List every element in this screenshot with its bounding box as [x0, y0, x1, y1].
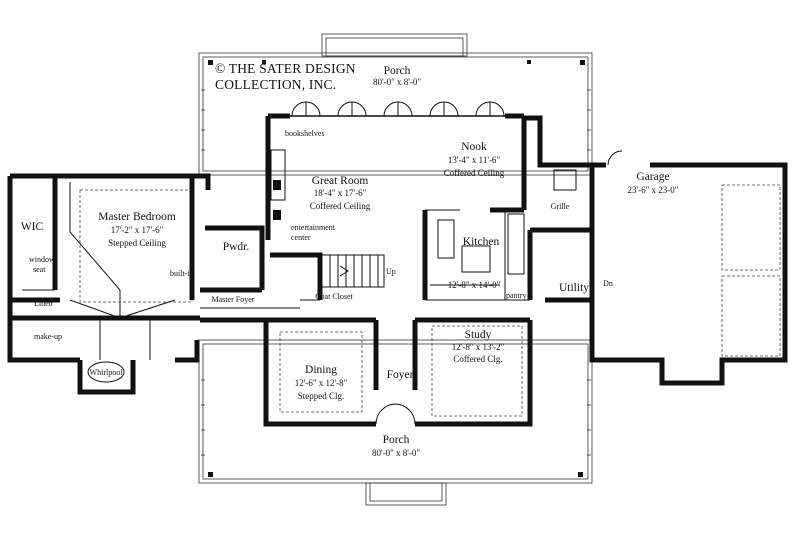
- rear-porch-label: Porch: [384, 65, 411, 77]
- up-note: Up: [386, 267, 396, 276]
- nook-label: Nook: [461, 141, 487, 153]
- great-room-size: 18'-4" x 17'-6": [314, 188, 367, 198]
- study-label: Study: [465, 329, 492, 341]
- master-foyer-note: Master Foyer: [212, 295, 255, 304]
- pantry-note: pantry: [506, 291, 526, 300]
- front-porch-label: Porch: [383, 434, 410, 446]
- foyer-label: Foyer: [387, 369, 414, 381]
- window-seat-note-1: window: [29, 255, 55, 264]
- study-size: 12'-8" x 13'-2": [452, 342, 505, 352]
- dining-label: Dining: [305, 364, 337, 376]
- master-bedroom-label: Master Bedroom: [98, 211, 176, 223]
- rear-porch: [198, 33, 593, 176]
- wic-label: WIC: [21, 221, 44, 233]
- front-porch-size: 80'-0" x 8'-0": [372, 448, 420, 458]
- master-bedroom-ceiling: Stepped Ceiling: [108, 238, 166, 248]
- dining-ceiling: Stepped Clg.: [298, 391, 345, 401]
- dining-size: 12'-6" x 12'-8": [295, 378, 348, 388]
- builtin-note: built-in: [170, 269, 194, 278]
- rear-french-doors: [290, 101, 505, 117]
- grille-note: Grille: [551, 202, 570, 211]
- powder-label: Pwdr.: [223, 241, 250, 253]
- nook-size: 13'-4" x 11'-6": [448, 155, 501, 165]
- great-room-label: Great Room: [312, 175, 369, 187]
- garage-size: 23'-6" x 23-0": [628, 185, 679, 195]
- front-porch: [198, 339, 593, 506]
- linen-note: Linen: [34, 299, 53, 308]
- makeup-note: make-up: [34, 332, 62, 341]
- interior-walls: [10, 149, 781, 425]
- garage-label: Garage: [636, 171, 669, 183]
- master-bedroom-size: 17'-2" x 17'-6": [111, 225, 164, 235]
- window-seat-note-2: seat: [33, 265, 46, 274]
- entertainment-note-1: entertainment: [291, 223, 336, 232]
- utility-label: Utility: [559, 282, 589, 294]
- bookshelves-note: bookshelves: [285, 129, 325, 138]
- nook-ceiling: Coffered Ceiling: [444, 168, 505, 178]
- copyright-line-1: © THE SATER DESIGN: [215, 61, 356, 76]
- exterior-walls: [7, 113, 788, 427]
- copyright-line-2: COLLECTION, INC.: [215, 77, 336, 92]
- kitchen-size: 12'-8" x 14'-0": [448, 280, 501, 290]
- kitchen-label: Kitchen: [463, 236, 500, 248]
- rear-porch-size: 80'-0" x 8'-0": [373, 77, 421, 87]
- study-ceiling: Coffered Clg.: [453, 354, 502, 364]
- coat-closet-note: Coat Closet: [315, 292, 353, 301]
- entertainment-note-2: center: [291, 233, 311, 242]
- down-note: Dn: [603, 279, 613, 288]
- whirlpool-label: Whirlpool: [90, 368, 124, 377]
- great-room-ceiling: Coffered Ceiling: [310, 201, 371, 211]
